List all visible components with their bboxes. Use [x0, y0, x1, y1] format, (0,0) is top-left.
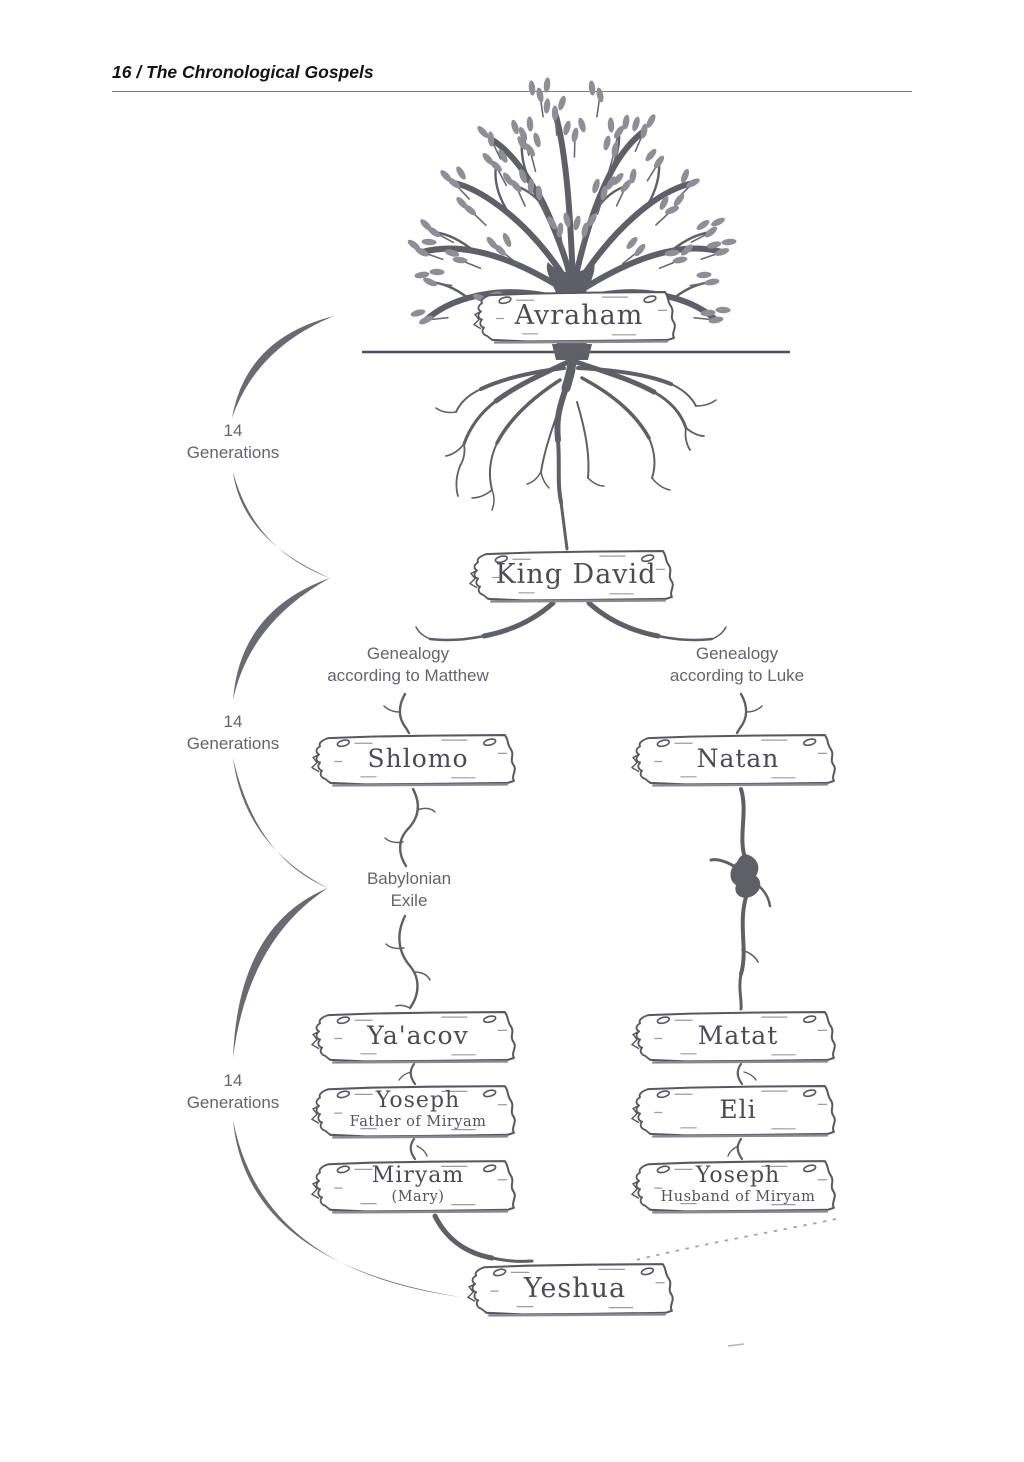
- label-line: Genealogy: [366, 644, 450, 663]
- page-header: 16 / The Chronological Gospels: [112, 62, 912, 92]
- generation-brace-2: [233, 578, 330, 888]
- banner-yoseph-matthew-subtitle: Father of Miryam: [349, 1113, 487, 1130]
- banner-yoseph-matthew-name: Yoseph: [375, 1087, 461, 1113]
- label-genealogy-matthew: Genealogy according to Matthew: [327, 643, 489, 688]
- luke-column-root: [709, 692, 772, 1161]
- banner-king-david-name: King David: [495, 559, 657, 590]
- label-line: 14: [223, 1071, 243, 1090]
- generation-brace-1: [232, 316, 334, 578]
- generation-brace-3: [233, 888, 460, 1297]
- banner-yoseph-matthew: Yoseph Father of Miryam: [310, 1082, 522, 1140]
- banner-natan: Natan: [630, 731, 842, 788]
- matthew-column-roots: [383, 692, 436, 1161]
- banner-shlomo: Shlomo: [310, 731, 522, 788]
- king-david-branch-split: [415, 600, 727, 642]
- crown-leaves: [407, 77, 737, 325]
- page-smudge-mark: [727, 1343, 745, 1347]
- label-line: according to Matthew: [327, 666, 489, 686]
- label-line: Generations: [186, 734, 280, 754]
- banner-natan-name: Natan: [696, 744, 780, 773]
- label-line: Generations: [186, 443, 280, 463]
- label-line: according to Luke: [669, 666, 805, 686]
- label-line: Generations: [186, 1093, 280, 1113]
- banner-king-david: King David: [468, 547, 680, 604]
- banner-miryam-subtitle: (Mary): [391, 1188, 445, 1205]
- yoseph-to-yeshua-dotted-line: [631, 1218, 837, 1262]
- label-line: 14: [223, 712, 243, 731]
- miryam-to-yeshua-branch: [432, 1213, 534, 1263]
- label-line: Genealogy: [695, 644, 779, 663]
- root-knot: [730, 854, 761, 898]
- banner-yaacov-name: Ya'acov: [367, 1021, 469, 1050]
- banner-avraham: Avraham: [472, 288, 682, 345]
- banner-yoseph-luke-name: Yoseph: [695, 1162, 781, 1188]
- banner-yoseph-luke: Yoseph Husband of Miryam: [630, 1157, 842, 1215]
- label-line: Babylonian: [366, 869, 452, 888]
- page-header-title: 16 / The Chronological Gospels: [112, 62, 374, 82]
- banner-eli: Eli: [630, 1082, 842, 1139]
- banner-miryam: Miryam (Mary): [310, 1157, 522, 1215]
- banner-matat-name: Matat: [697, 1021, 779, 1050]
- avraham-roots: [435, 345, 717, 551]
- label-line: Exile: [390, 891, 428, 911]
- banner-yeshua: Yeshua: [466, 1260, 680, 1318]
- label-babylonian-exile: Babylonian Exile: [367, 868, 451, 913]
- banner-shlomo-name: Shlomo: [367, 744, 469, 773]
- label-14-generations-1: 14 Generations: [187, 420, 280, 465]
- label-genealogy-luke: Genealogy according to Luke: [670, 643, 804, 688]
- banner-yeshua-name: Yeshua: [523, 1272, 627, 1304]
- label-line: 14: [223, 421, 243, 440]
- tree-crown-illustration: [407, 77, 737, 360]
- banner-miryam-name: Miryam: [371, 1162, 465, 1188]
- banner-matat: Matat: [630, 1008, 842, 1065]
- banner-yaacov: Ya'acov: [310, 1008, 522, 1065]
- banner-yoseph-luke-subtitle: Husband of Miryam: [660, 1188, 816, 1205]
- label-14-generations-3: 14 Generations: [187, 1070, 280, 1115]
- banner-eli-name: Eli: [719, 1095, 757, 1124]
- banner-avraham-name: Avraham: [514, 300, 644, 331]
- label-14-generations-2: 14 Generations: [187, 711, 280, 756]
